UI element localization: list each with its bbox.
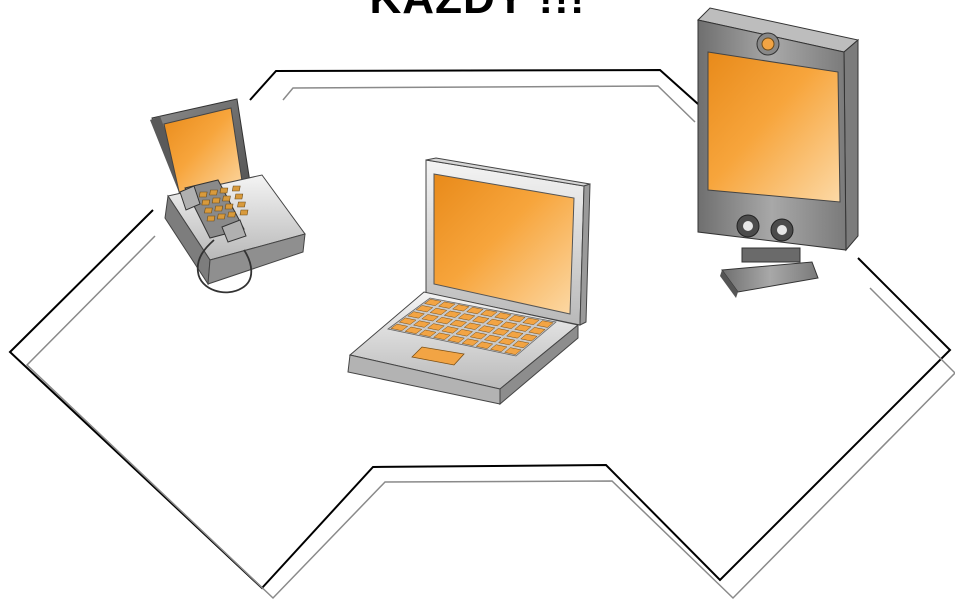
laptop-icon: [348, 158, 590, 404]
video-kiosk-terminal-icon: [698, 8, 858, 298]
boundary-top-inner: [283, 86, 695, 122]
desk-videophone-icon: [150, 99, 305, 292]
